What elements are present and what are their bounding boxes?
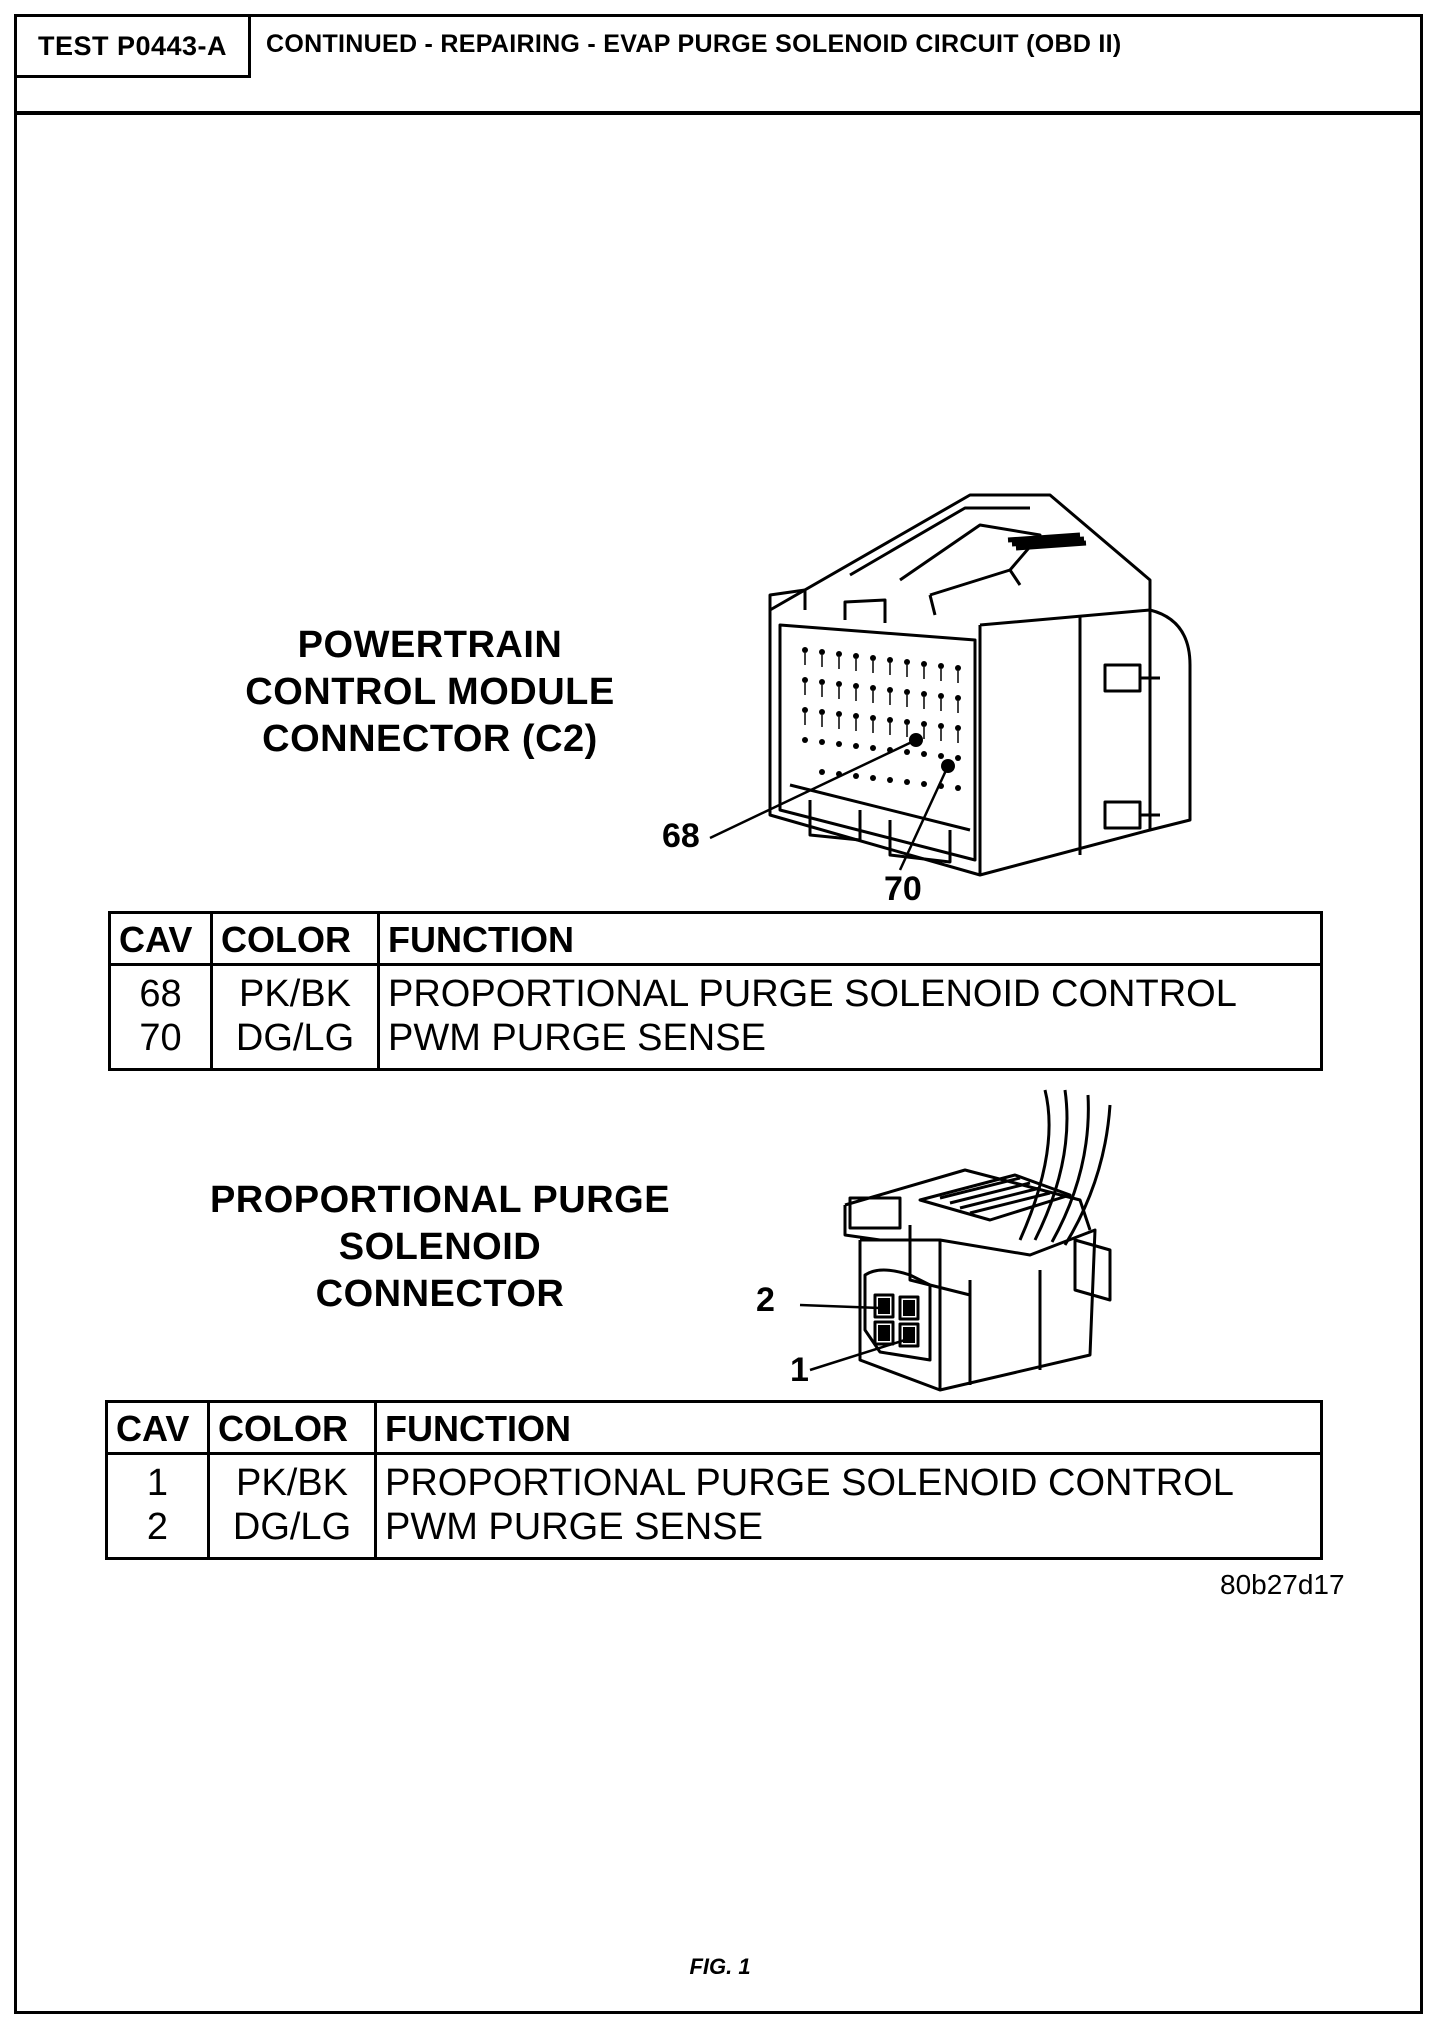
pcm-label-line-3: CONNECTOR (C2): [262, 718, 598, 760]
pcm-pin-label-68: 68: [662, 817, 700, 855]
table-row: 68 PK/BK PROPORTIONAL PURGE SOLENOID CON…: [109, 964, 1322, 1016]
pcm-pin-label-70: 70: [884, 870, 922, 908]
function-cell: PWM PURGE SENSE: [385, 1506, 763, 1548]
table-row: 2 DG/LG PWM PURGE SENSE: [106, 1505, 1322, 1559]
cav-cell: 1: [106, 1453, 210, 1505]
table-row: 1 PK/BK PROPORTIONAL PURGE SOLENOID CONT…: [106, 1453, 1322, 1505]
column-header-color: COLOR: [208, 1401, 377, 1455]
function-cell: PROPORTIONAL PURGE SOLENOID CONTROL: [385, 1462, 1234, 1504]
cav-cell: 2: [106, 1505, 210, 1559]
figure-id: 80b27d17: [1220, 1569, 1345, 1600]
solenoid-connector-drawing: [799, 1089, 1112, 1392]
column-header-cav: CAV: [109, 912, 213, 966]
solenoid-label-line-1: PROPORTIONAL PURGE: [209, 1179, 671, 1221]
pcm-label-line-2: CONTROL MODULE: [245, 671, 615, 713]
table-row: 70 DG/LG PWM PURGE SENSE: [109, 1016, 1322, 1070]
color-cell: DG/LG: [208, 1505, 377, 1559]
function-cell: PROPORTIONAL PURGE SOLENOID CONTROL: [388, 973, 1237, 1015]
figure-caption: FIG. 1: [689, 1954, 751, 1979]
column-header-function: FUNCTION: [375, 1401, 1322, 1455]
color-cell: PK/BK: [208, 1453, 377, 1505]
pcm-connector-label: POWERTRAIN CONTROL MODULE CONNECTOR (C2): [200, 622, 660, 763]
solenoid-connector-table: CAV COLOR FUNCTION 1 PK/BK PROPORTIONAL …: [105, 1400, 1323, 1560]
header-title: CONTINUED - REPAIRING - EVAP PURGE SOLEN…: [266, 30, 1122, 58]
pcm-label-line-1: POWERTRAIN: [297, 624, 563, 666]
pcm-connector-drawing: [709, 493, 1192, 877]
column-header-cav: CAV: [106, 1401, 210, 1455]
test-id: TEST P0443-A: [14, 14, 251, 78]
color-cell: DG/LG: [211, 1016, 380, 1070]
pcm-connector-table: CAV COLOR FUNCTION 68 PK/BK PROPORTIONAL…: [108, 911, 1323, 1071]
function-cell: PWM PURGE SENSE: [388, 1017, 766, 1059]
solenoid-connector-label: PROPORTIONAL PURGE SOLENOID CONNECTOR: [180, 1177, 700, 1318]
cav-cell: 70: [109, 1016, 213, 1070]
cav-cell: 68: [109, 964, 213, 1016]
solenoid-label-line-2: SOLENOID: [338, 1226, 542, 1268]
table-header-row: CAV COLOR FUNCTION: [109, 912, 1322, 966]
solenoid-pin-label-1: 1: [790, 1351, 809, 1389]
solenoid-pin-label-2: 2: [756, 1281, 775, 1319]
column-header-color: COLOR: [211, 912, 380, 966]
color-cell: PK/BK: [211, 964, 380, 1016]
table-header-row: CAV COLOR FUNCTION: [106, 1401, 1322, 1455]
column-header-function: FUNCTION: [378, 912, 1322, 966]
solenoid-label-line-3: CONNECTOR: [315, 1273, 565, 1315]
